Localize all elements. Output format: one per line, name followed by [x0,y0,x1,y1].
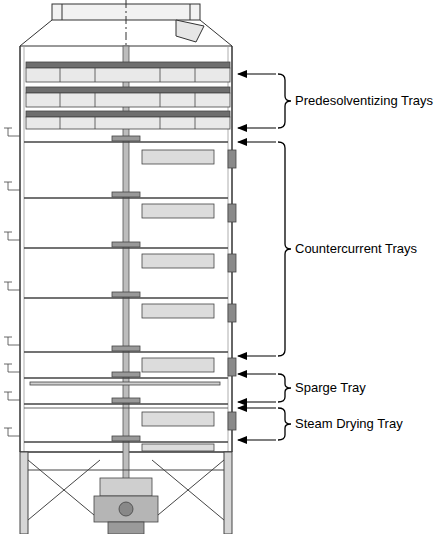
countercurrent-trays [24,141,228,143]
support-structure [152,460,224,520]
pointer-arrow [238,127,276,128]
drive-unit [100,478,152,496]
curly-bracket [278,74,291,440]
pointer-arrow [238,73,276,74]
tower-roof [126,0,127,46]
support-structure [20,452,28,534]
predesolventizing-trays [60,93,61,107]
countercurrent-trays [142,204,214,218]
predesolventizing-trays [26,62,230,129]
countercurrent-trays [112,346,140,351]
countercurrent-trays [112,292,140,297]
steam-drying-tray [112,436,140,441]
support-structure [152,460,224,520]
tower-shell [24,46,25,452]
steam-drying-tray [24,441,228,443]
countercurrent-trays [4,128,236,376]
sparge-tray [112,372,140,377]
steam-drying-tray [24,408,228,409]
steam-drying-tray [4,392,20,400]
tower-roof [20,0,232,46]
predesolventizing-trays [160,68,161,82]
tower-roof [176,20,204,42]
steam-drying-tray [142,412,214,426]
countercurrent-trays [24,297,228,299]
predesolventizing-trays [95,117,96,129]
support-structure [20,452,232,534]
predesolventizing-trays [26,62,230,68]
countercurrent-trays [4,128,20,136]
steam-drying-tray [142,444,214,451]
pointer-arrow [238,407,276,408]
drive-unit [119,502,133,516]
pointer-arrow [238,373,276,374]
predesolventizing-trays [60,68,61,82]
curly-bracket [278,408,291,440]
predesolventizing-trays [160,117,161,129]
countercurrent-trays [228,304,236,322]
countercurrent-trays [228,150,236,168]
pointer-arrow [238,401,276,402]
countercurrent-trays [112,242,140,247]
countercurrent-trays [142,254,214,268]
drive-unit [94,496,158,522]
countercurrent-trays [4,282,20,290]
pointer-arrow [238,439,276,440]
countercurrent-trays [112,136,140,141]
countercurrent-trays [142,304,214,318]
support-structure [28,460,100,520]
bracket-label: Sparge Tray [295,380,366,396]
predesolventizing-trays [195,117,196,129]
countercurrent-trays [24,247,228,249]
predesolventizing-trays [95,93,96,107]
curly-bracket [278,74,291,128]
steam-drying-tray [24,403,228,405]
predesolventizing-trays [26,117,230,129]
tower-shell [19,46,21,452]
predesolventizing-trays [195,93,196,107]
predesolventizing-trays [26,111,230,117]
sparge-tray [24,377,228,379]
predesolventizing-trays [26,87,230,93]
bracket-label: Countercurrent Trays [295,241,417,257]
curly-bracket [278,374,291,402]
steam-drying-tray [112,398,140,403]
sparge-tray [4,364,228,385]
countercurrent-trays [142,358,214,372]
countercurrent-trays [4,182,20,190]
pointer-arrow [238,74,276,440]
curly-bracket [278,142,291,356]
steam-drying-tray [228,412,236,430]
drive-unit [94,478,158,534]
countercurrent-trays [24,197,228,199]
sparge-tray [4,364,20,372]
countercurrent-trays [228,254,236,272]
support-structure [224,452,232,534]
countercurrent-trays [4,337,20,345]
countercurrent-trays [228,358,236,376]
steam-drying-tray [4,392,236,451]
support-structure [28,460,100,520]
countercurrent-trays [24,351,228,353]
sparge-tray [30,382,220,385]
predesolventizing-trays [160,93,161,107]
bracket-label: Predesolventizing Trays [295,93,433,109]
pointer-arrow [238,141,276,142]
predesolventizing-trays [26,93,230,107]
steam-drying-tray [4,428,20,436]
bracket-label: Steam Drying Tray [295,416,403,432]
tower-shell [231,46,233,452]
countercurrent-trays [4,232,20,240]
predesolventizing-trays [95,68,96,82]
countercurrent-trays [112,192,140,197]
pointer-arrow [238,355,276,356]
predesolventizing-trays [60,117,61,129]
countercurrent-trays [142,150,214,164]
countercurrent-trays [228,204,236,222]
predesolventizing-trays [195,68,196,82]
drive-unit [108,522,144,534]
support-structure [28,470,224,471]
predesolventizing-trays [26,68,230,82]
